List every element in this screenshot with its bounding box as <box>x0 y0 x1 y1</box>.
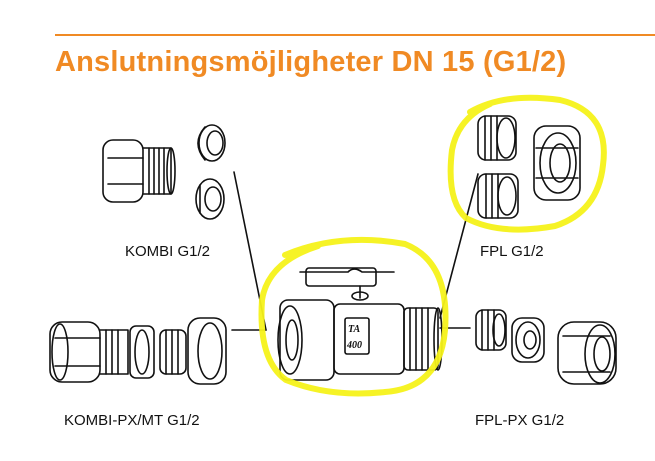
kombi-ring-bottom-icon <box>195 178 225 220</box>
kombi-adapter-icon <box>102 139 176 203</box>
kombi-ring-top-icon <box>197 124 226 162</box>
ball-valve-icon <box>277 267 443 381</box>
header-rule <box>55 34 655 36</box>
label-kombi-px: KOMBI-PX/MT G1/2 <box>64 412 200 429</box>
label-fpl-px: FPL-PX G1/2 <box>475 412 565 429</box>
fpl-px-assembly-icon <box>475 309 617 385</box>
fpl-nut-icon <box>533 125 581 201</box>
valve-marking-brand: TA <box>348 324 361 335</box>
valve-marking-number: 400 <box>346 340 362 351</box>
label-fpl: FPL G1/2 <box>480 243 544 260</box>
fpl-ring-bottom-icon <box>477 173 519 219</box>
highlight-valve <box>258 236 449 397</box>
label-kombi: KOMBI G1/2 <box>125 243 211 260</box>
page-title: Anslutningsmöjligheter DN 15 (G1/2) <box>55 46 567 78</box>
highlight-fpl <box>447 94 607 233</box>
fpl-ring-top-icon <box>477 115 517 161</box>
valve-marking: TA 400 <box>346 324 362 351</box>
kombi-px-assembly-icon <box>49 317 227 385</box>
